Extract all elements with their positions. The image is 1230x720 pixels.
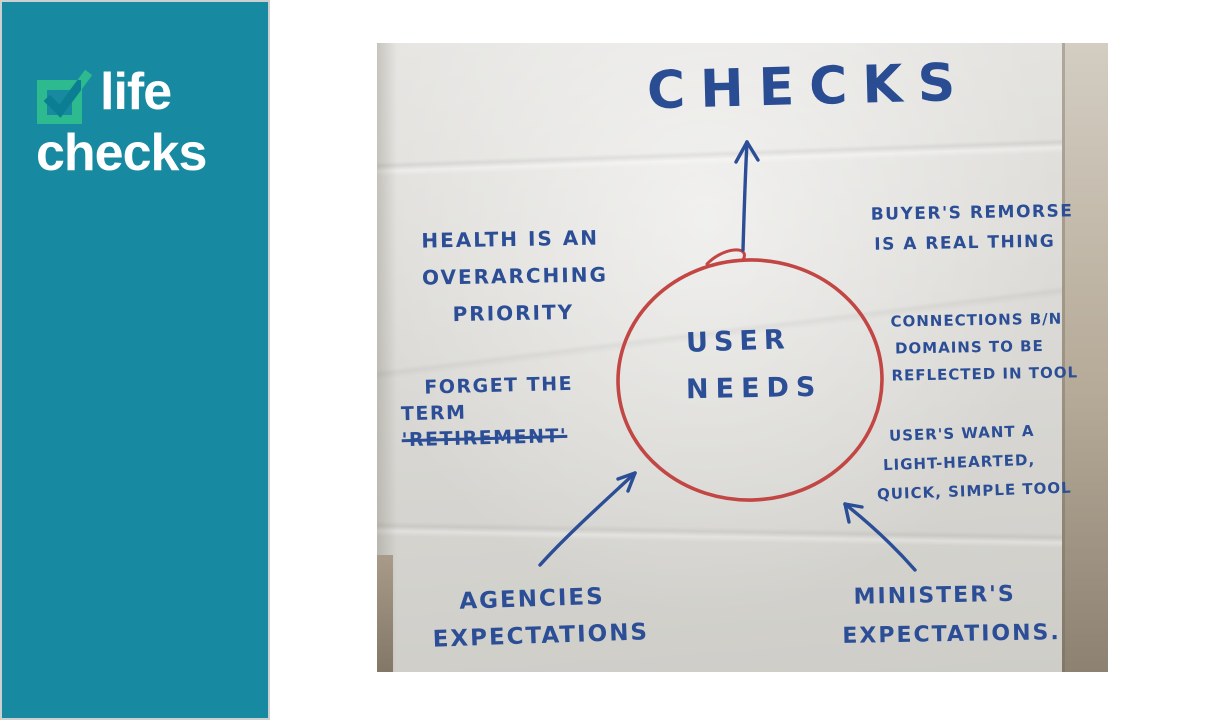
arrow-from-ministers	[843, 502, 917, 572]
note-forget-retirement: FORGET THE TERM'RETIREMENT'	[400, 371, 575, 453]
note-line: BUYER'S REMORSE	[870, 201, 1074, 225]
arrow-from-agencies	[538, 471, 637, 567]
note-line: EXPECTATIONS	[432, 619, 650, 653]
paper-left-edge-shadow	[377, 43, 397, 672]
life-checks-logo: life checks	[36, 63, 207, 182]
note-line: HEALTH IS AN	[421, 225, 600, 253]
logo-text-checks: checks	[36, 124, 207, 182]
note-users-want-tool: USER'S WANT A LIGHT-HEARTED, QUICK, SIMP…	[875, 416, 1073, 510]
note-line: DOMAINS TO BE	[894, 336, 1044, 358]
note-line: MINISTER'S	[853, 581, 1016, 610]
note-health-priority: HEALTH IS AN OVERARCHING PRIORITY	[421, 219, 609, 333]
arrow-up-to-checks	[734, 140, 760, 252]
struck-text: 'RETIREMENT'	[401, 424, 568, 452]
note-line: FORGET THE	[424, 372, 574, 399]
note-line: OVERARCHING	[421, 262, 609, 290]
diagram-title: CHECKS	[646, 52, 971, 122]
brand-sidebar: life checks	[0, 0, 270, 720]
note-line: TERM'RETIREMENT'	[401, 397, 575, 454]
note-line: REFLECTED IN TOOL	[891, 363, 1079, 385]
note-line: QUICK, SIMPLE TOOL	[876, 478, 1072, 504]
note-agencies-expectations: AGENCIES EXPECTATIONS	[431, 577, 650, 659]
checkbox-check-icon	[37, 69, 92, 124]
center-label-user: USER	[685, 324, 792, 359]
note-ministers-expectations: MINISTER'S EXPECTATIONS.	[841, 574, 1061, 656]
center-label-needs: NEEDS	[685, 371, 823, 406]
circle-loop	[705, 248, 746, 266]
note-text: TERM	[400, 401, 467, 426]
note-connections-domains: CONNECTIONS B/N DOMAINS TO BE REFLECTED …	[890, 305, 1078, 389]
note-buyers-remorse: BUYER'S REMORSE IS A REAL THING	[870, 196, 1074, 260]
logo-text-life: life	[100, 63, 172, 121]
note-line: PRIORITY	[452, 299, 575, 327]
wall-bottom-left	[377, 555, 393, 672]
note-line: CONNECTIONS B/N	[890, 309, 1063, 331]
note-line: EXPECTATIONS.	[842, 620, 1061, 649]
note-line: IS A REAL THING	[874, 231, 1056, 255]
flipchart-photo: CHECKS USER NEEDS HEALTH IS AN OVERARCHI…	[377, 43, 1108, 672]
